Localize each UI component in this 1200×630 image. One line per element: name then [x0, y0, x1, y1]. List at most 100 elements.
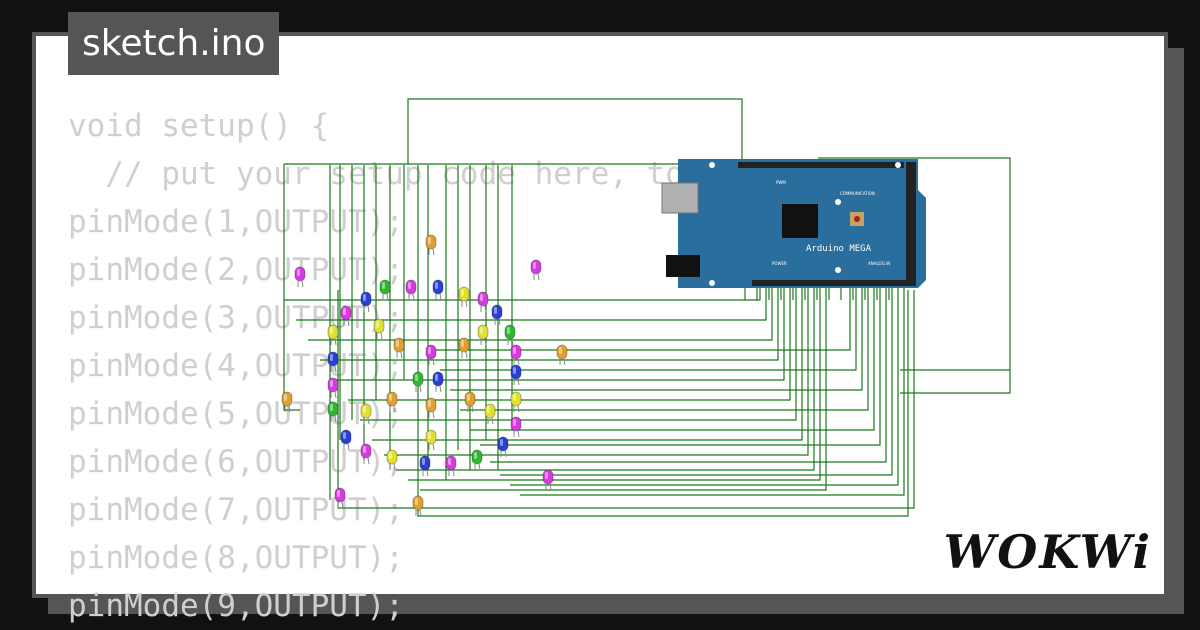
wire — [320, 288, 779, 361]
led[interactable] — [360, 291, 372, 313]
arduino-mega-board[interactable]: Arduino MEGA POWER ANALOG IN COMMUNICATI… — [661, 159, 926, 288]
wire — [450, 288, 863, 391]
wire — [396, 288, 815, 471]
wire — [337, 290, 915, 509]
led[interactable] — [445, 455, 457, 477]
led[interactable] — [458, 337, 470, 359]
wire — [490, 288, 887, 463]
wire — [348, 288, 791, 401]
led[interactable] — [542, 469, 554, 491]
mount-hole — [835, 267, 841, 273]
led[interactable] — [504, 324, 516, 346]
board-label-communication: COMMUNICATION — [840, 191, 875, 196]
led[interactable] — [510, 416, 522, 438]
code-line: void setup() { — [68, 108, 330, 144]
wire — [420, 288, 827, 491]
led[interactable] — [464, 391, 476, 413]
led[interactable] — [405, 279, 417, 301]
wire — [480, 288, 881, 446]
wire — [336, 288, 785, 381]
wire — [296, 288, 767, 321]
wire — [407, 98, 743, 164]
led[interactable] — [281, 391, 293, 413]
header-bottom — [752, 280, 910, 286]
power-jack — [666, 255, 700, 277]
reset-button-cap — [854, 216, 860, 222]
led[interactable] — [386, 449, 398, 471]
led[interactable] — [497, 436, 509, 458]
wire — [430, 288, 851, 351]
led[interactable] — [334, 487, 346, 509]
led[interactable] — [477, 291, 489, 313]
led[interactable] — [510, 391, 522, 413]
led[interactable] — [491, 304, 503, 326]
code-line: pinMode(6,OUTPUT); — [68, 444, 404, 480]
led[interactable] — [373, 318, 385, 340]
board-label-pwm: PWM — [776, 180, 786, 185]
wokwi-logo: WOKWi — [943, 525, 1152, 579]
led[interactable] — [412, 371, 424, 393]
led[interactable] — [386, 391, 398, 413]
header-top — [738, 162, 904, 168]
led[interactable] — [327, 401, 339, 423]
led[interactable] — [432, 371, 444, 393]
preview-card: void setup() { // put your setup code he… — [32, 32, 1168, 624]
led[interactable] — [425, 397, 437, 419]
code-line: pinMode(9,OUTPUT); — [68, 588, 404, 624]
led[interactable] — [379, 279, 391, 301]
led-group — [281, 234, 568, 517]
filename-tab: sketch.ino — [68, 12, 280, 75]
led[interactable] — [327, 351, 339, 373]
wire — [460, 288, 869, 411]
led[interactable] — [360, 403, 372, 425]
led[interactable] — [556, 344, 568, 366]
wire — [384, 288, 809, 456]
code-line: pinMode(8,OUTPUT); — [68, 540, 404, 576]
led[interactable] — [425, 234, 437, 256]
led[interactable] — [412, 495, 424, 517]
mount-hole — [709, 280, 715, 286]
led[interactable] — [530, 259, 542, 281]
wire — [283, 164, 300, 411]
wire — [500, 288, 893, 476]
led[interactable] — [510, 364, 522, 386]
board-name: Arduino MEGA — [806, 244, 872, 254]
led[interactable] — [458, 286, 470, 308]
led[interactable] — [432, 279, 444, 301]
code-line: pinMode(5,OUTPUT); — [68, 396, 404, 432]
wire — [510, 288, 899, 486]
led[interactable] — [393, 337, 405, 359]
wire — [470, 288, 875, 431]
wire — [372, 288, 803, 441]
code-line: pinMode(7,OUTPUT); — [68, 492, 404, 528]
led[interactable] — [327, 377, 339, 399]
wire — [284, 288, 761, 301]
wire — [440, 288, 857, 371]
code-line: pinMode(1,OUTPUT); — [68, 204, 404, 240]
code-line: pinMode(2,OUTPUT); — [68, 252, 404, 288]
header-right — [906, 162, 916, 286]
led[interactable] — [477, 324, 489, 346]
mount-hole — [835, 199, 841, 205]
wire — [360, 288, 797, 421]
mount-hole — [895, 162, 901, 168]
board-label-power: POWER — [772, 261, 787, 266]
led[interactable] — [294, 266, 306, 288]
led[interactable] — [360, 443, 372, 465]
led[interactable] — [419, 455, 431, 477]
mount-hole — [709, 162, 715, 168]
code-line: pinMode(4,OUTPUT); — [68, 348, 404, 384]
microcontroller-chip — [782, 204, 818, 238]
led[interactable] — [327, 324, 339, 346]
usb-port — [661, 182, 699, 214]
led[interactable] — [340, 305, 352, 327]
wire — [520, 288, 905, 496]
led[interactable] — [510, 344, 522, 366]
led[interactable] — [484, 403, 496, 425]
led[interactable] — [425, 344, 437, 366]
board-label-analog: ANALOG IN — [868, 261, 890, 266]
led[interactable] — [425, 429, 437, 451]
led[interactable] — [471, 449, 483, 471]
led[interactable] — [340, 429, 352, 451]
